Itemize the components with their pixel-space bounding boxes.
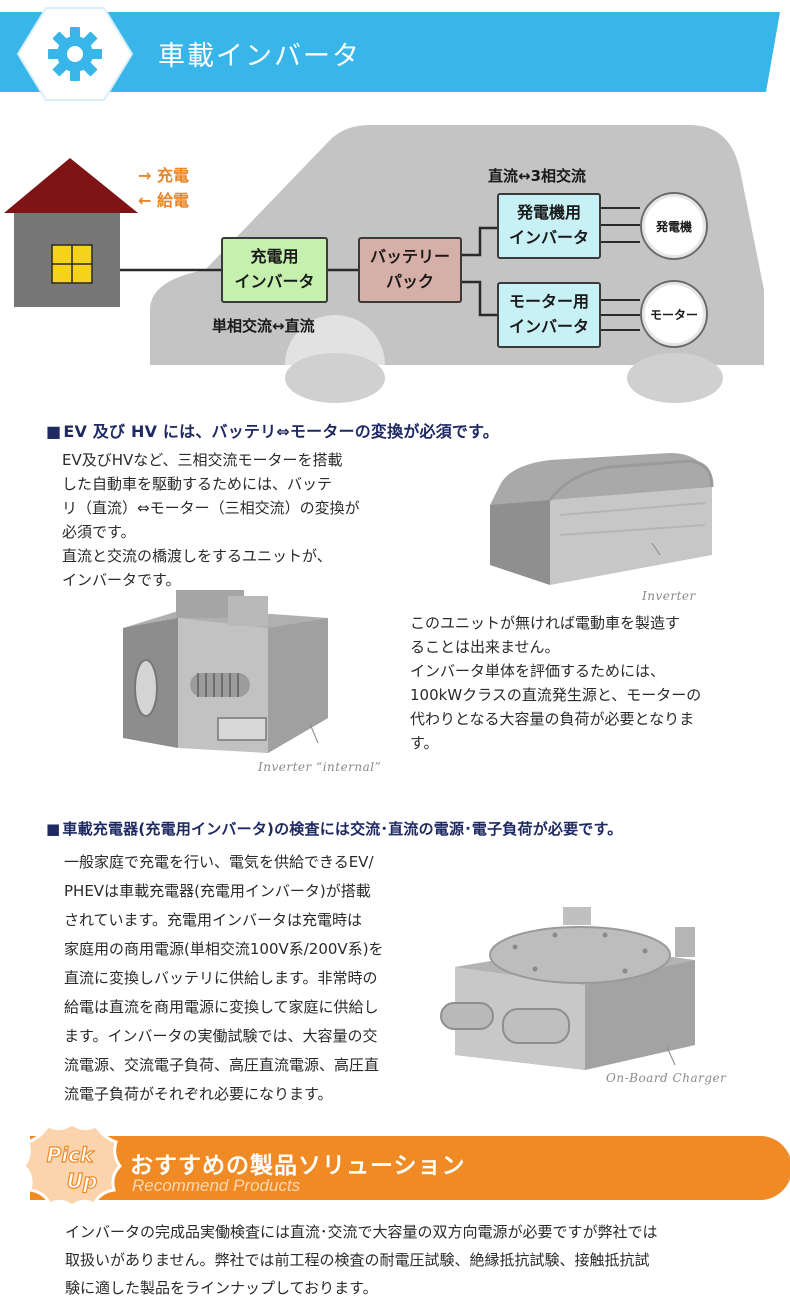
charge-label: → 充電 [138, 166, 189, 185]
text-line: 一般家庭で充電を行い、電気を供給できるEV/ [64, 853, 374, 871]
section1-detail: このユニットが無ければ電動車を製造す ることは出来ません。 インバータ単体を評価… [410, 611, 701, 755]
charger-inverter-line1: 充電用 [250, 247, 299, 267]
motor-inverter-line1: モーター用 [508, 292, 589, 312]
inverter-internal-illustration [123, 590, 328, 753]
text-line: 験に適した製品をラインナップしております。 [65, 1279, 378, 1297]
text-line: 直流に変換しバッテリに供給します。非常時の [64, 969, 378, 987]
section2-body: 一般家庭で充電を行い、電気を供給できるEV/ PHEVは車載充電器(充電用インバ… [64, 848, 384, 1109]
ev-power-diagram: → 充電 ← 給電 充電用 インバータ バッテリー パック 発電機用 インバータ… [0, 110, 790, 410]
charger-inverter-box: 充電用 インバータ [221, 237, 328, 303]
pickup-badge-icon: Pick Up [22, 1122, 122, 1208]
section1-heading-text: EV 及び HV には、バッテリ⇔モーターの変換が必須です。 [63, 422, 499, 441]
pickup-bar [30, 1136, 790, 1200]
text-line: す。 [410, 734, 439, 752]
charger-inverter-line2: インバータ [234, 272, 315, 291]
charger-caption: On-Board Charger [606, 1071, 727, 1085]
generator-circle: 発電機 [642, 194, 706, 258]
motor-circle: モーター [642, 282, 706, 346]
text-line: インバータです。 [62, 571, 181, 589]
text-line: 流電子負荷がそれぞれ必要になります。 [64, 1085, 333, 1103]
text-line: 家庭用の商用電源(単相交流100V系/200V系)を [64, 940, 384, 958]
ac1-dc-label: 単相交流↔直流 [212, 317, 315, 335]
motor-inverter-box: モーター用 インバータ [497, 282, 601, 348]
text-line: されています。充電用インバータは充電時は [64, 911, 363, 929]
inverter-illustration [490, 453, 714, 585]
text-line: リ（直流）⇔モーター（三相交流）の変換が [62, 499, 360, 517]
supply-label: ← 給電 [138, 191, 189, 210]
heading-square-icon: ■ [46, 422, 62, 441]
text-line: 必須です。 [62, 523, 136, 541]
generator-inverter-box: 発電機用 インバータ [497, 193, 601, 259]
text-line: 給電は直流を商用電源に変換して家庭に供給し [64, 998, 379, 1016]
inverter-caption: Inverter [642, 589, 696, 603]
page-header: 車載インバータ [0, 0, 790, 110]
text-line: した自動車を駆動するためには、バッテ [62, 475, 333, 493]
header-bar [0, 12, 780, 92]
text-line: ることは出来ません。 [410, 638, 560, 656]
page-title: 車載インバータ [158, 41, 361, 72]
dc-ac3-label: 直流↔3相交流 [488, 167, 587, 185]
text-line: 代わりとなる大容量の負荷が必要となりま [410, 710, 695, 728]
battery-pack-line2: パック [385, 272, 434, 291]
motor-inverter-line2: インバータ [508, 317, 589, 336]
onboard-charger-illustration [440, 907, 695, 1070]
pickup-banner: Pick Up [0, 1120, 790, 1210]
text-line: 100kWクラスの直流発生源と、モーターの [410, 686, 702, 704]
text-line: PHEVは車載充電器(充電用インバータ)が搭載 [64, 882, 371, 900]
section2-heading: ■車載充電器(充電用インバータ)の検査には交流･直流の電源･電子負荷が必要です。 [46, 818, 622, 839]
text-line: インバータ単体を評価するためには、 [410, 662, 666, 680]
text-line: 流電源、交流電子負荷、高圧直流電源、高圧直 [64, 1056, 380, 1074]
text-line: 直流と交流の橋渡しをするユニットが、 [62, 547, 332, 565]
battery-pack-box: バッテリー パック [358, 237, 462, 303]
text-line: ます。インバータの実働試験では、大容量の交 [64, 1027, 378, 1045]
generator-inverter-line1: 発電機用 [516, 203, 581, 223]
heading-square-icon: ■ [46, 820, 61, 838]
section1-heading: ■EV 及び HV には、バッテリ⇔モーターの変換が必須です。 [46, 418, 499, 442]
pickup-badge-line1: Pick [47, 1143, 95, 1167]
section2-heading-text: 車載充電器(充電用インバータ)の検査には交流･直流の電源･電子負荷が必要です。 [62, 820, 623, 838]
closing-text: インバータの完成品実働検査には直流･交流で大容量の双方向電源が必要ですが弊社では… [65, 1218, 765, 1302]
pickup-title: おすすめの製品ソリューション [130, 1153, 466, 1179]
text-line: インバータの完成品実働検査には直流･交流で大容量の双方向電源が必要ですが弊社では [65, 1223, 658, 1241]
pickup-subtitle: Recommend Products [132, 1176, 301, 1195]
pickup-badge-line2: Up [67, 1169, 98, 1193]
battery-pack-line1: バッテリー [369, 247, 450, 267]
text-line: このユニットが無ければ電動車を製造す [410, 614, 681, 632]
gear-icon [16, 7, 134, 101]
inverter-internal-caption: Inverter “internal” [258, 760, 382, 774]
text-line: 取扱いがありません。弊社では前工程の検査の耐電圧試験、絶縁抵抗試験、接触抵抗試 [65, 1251, 650, 1269]
section1-intro: EV及びHVなど、三相交流モーターを搭載 した自動車を駆動するためには、バッテ … [62, 448, 360, 592]
generator-inverter-line2: インバータ [508, 228, 589, 247]
text-line: EV及びHVなど、三相交流モーターを搭載 [62, 451, 343, 469]
